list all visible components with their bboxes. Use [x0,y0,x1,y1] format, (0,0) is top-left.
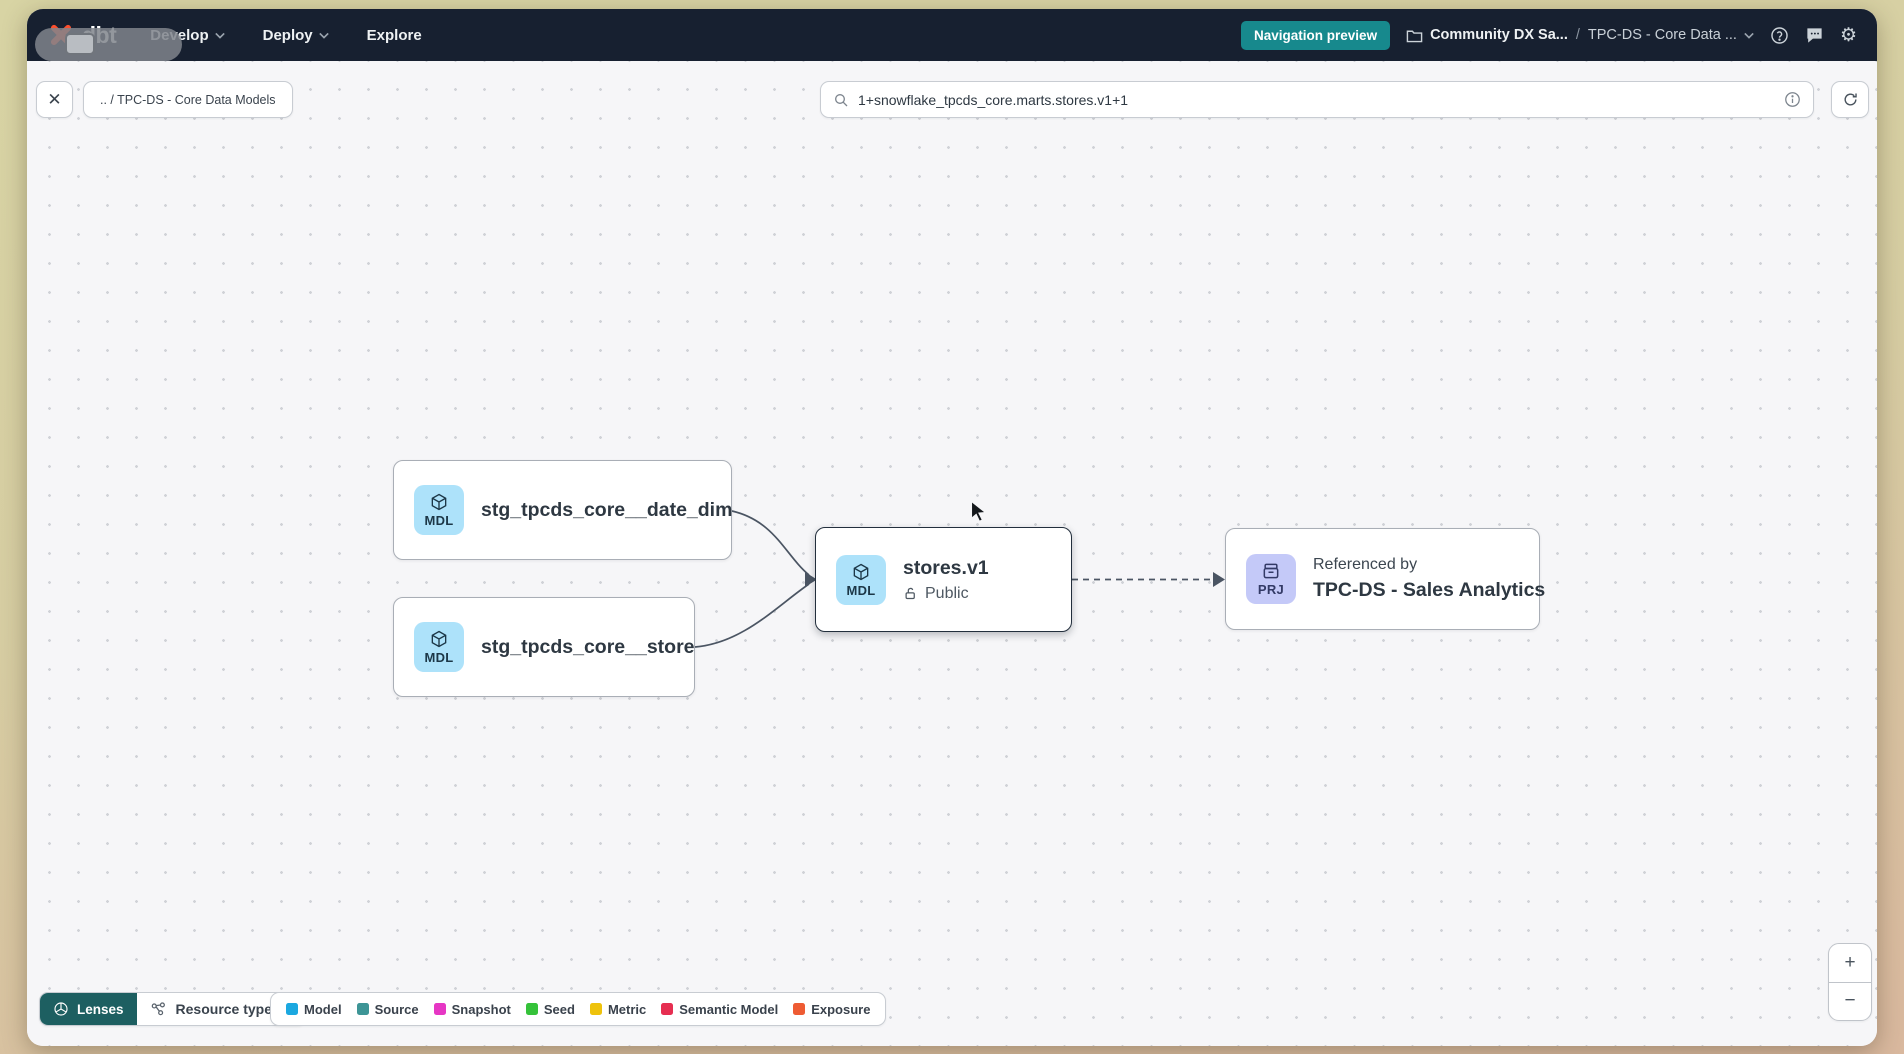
navigation-preview-badge[interactable]: Navigation preview [1241,20,1391,50]
model-badge: MDL [414,622,464,672]
refresh-button[interactable] [1831,81,1869,118]
lineage-canvas[interactable]: ✕ .. / TPC-DS - Core Data Models [27,61,1877,1046]
referenced-by-title: Referenced by [1313,556,1418,573]
top-navbar: dbt Develop Deploy Explore Navigation pr… [27,9,1877,61]
badge-code: MDL [846,582,876,598]
breadcrumb-project[interactable]: TPC-DS - Core Data ... [1588,27,1754,43]
folder-icon [1406,28,1423,43]
chevron-down-icon [318,32,329,39]
breadcrumb: Community DX Sa... / TPC-DS - Core Data … [1406,27,1754,43]
screen-overlay-artifact [35,28,182,61]
main-nav: Develop Deploy Explore [150,27,421,44]
legend-item-exposure: Exposure [793,1002,870,1017]
lenses-label: Lenses [77,1001,124,1017]
breadcrumb-account[interactable]: Community DX Sa... [1406,27,1568,43]
badge-code: MDL [424,650,454,665]
node-text-stack: stores.v1 Public [903,557,989,603]
nav-deploy[interactable]: Deploy [263,27,329,44]
source-swatch [356,1003,369,1015]
node-stg-tpcds-core-date-dim[interactable]: MDL stg_tpcds_core__date_dim [393,460,732,560]
cube-icon [851,562,871,582]
resource-type-legend: Model Source Snapshot Seed Metric Semant… [270,992,887,1026]
legend-label: Exposure [811,1001,871,1017]
snapshot-swatch [433,1003,446,1015]
legend-label: Snapshot [451,1001,511,1017]
zoom-controls: + − [1828,943,1872,1021]
badge-code: PRJ [1257,582,1285,597]
access-row: Public [903,585,989,603]
feedback-icon[interactable] [1805,26,1824,45]
nav-deploy-label: Deploy [262,26,313,44]
legend-label: Metric [607,1001,647,1017]
header-right: Navigation preview Community DX Sa... / … [1241,20,1857,50]
legend-item-snapshot: Snapshot [433,1001,511,1017]
legend-item-source: Source [356,1001,419,1017]
lens-aperture-icon [53,1001,69,1017]
semantic-model-swatch [661,1003,674,1015]
unlock-icon [903,586,918,601]
screen-overlay-thumbnail [65,33,95,55]
node-label: stores.v1 [903,556,989,579]
cube-icon [429,492,449,512]
access-label: Public [925,584,969,602]
seed-swatch [525,1003,538,1015]
zoom-divider [1829,981,1871,983]
legend-item-semantic-model: Semantic Model [661,1002,778,1017]
lenses-button[interactable]: Lenses [40,993,137,1025]
node-stg-tpcds-core-store[interactable]: MDL stg_tpcds_core__store [393,597,695,697]
legend-item-model: Model [286,1002,342,1017]
breadcrumb-account-label: Community DX Sa... [1430,27,1568,43]
node-label: stg_tpcds_core__date_dim [481,498,733,521]
lineage-path-chip[interactable]: .. / TPC-DS - Core Data Models [83,81,293,118]
nav-explore-label: Explore [366,26,422,44]
search-icon [833,92,849,108]
nav-explore[interactable]: Explore [367,27,422,44]
breadcrumb-project-label: TPC-DS - Core Data ... [1587,27,1737,43]
node-label: stg_tpcds_core__store [481,635,695,658]
resource-type-label: Resource type [175,1001,273,1017]
legend-label: Model [304,1001,342,1017]
exposure-swatch [793,1003,806,1015]
legend-item-metric: Metric [589,1001,647,1017]
model-swatch [286,1003,298,1015]
legend-item-seed: Seed [525,1001,575,1017]
model-badge: MDL [414,485,464,535]
legend-label: Seed [543,1001,575,1017]
info-icon[interactable] [1784,91,1801,108]
cube-icon [429,629,449,649]
mouse-cursor [968,500,990,522]
lineage-search-bar [820,81,1814,118]
node-referenced-by-project[interactable]: PRJ Referenced by TPC-DS - Sales Analyti… [1225,528,1545,630]
view-controls-group: Lenses Resource type [39,992,307,1026]
badge-code: MDL [424,513,454,528]
close-button[interactable]: ✕ [36,81,73,118]
chevron-down-icon [214,32,225,39]
node-stores-v1[interactable]: MDL stores.v1 Public [815,527,1072,632]
model-badge: MDL [836,554,886,605]
help-icon[interactable] [1770,26,1789,45]
breadcrumb-separator: / [1575,27,1580,43]
settings-gear-icon[interactable]: ⚙ [1839,24,1857,46]
zoom-in-button[interactable]: + [1829,944,1871,982]
resource-network-icon [150,1001,167,1018]
node-text-stack: Referenced by TPC-DS - Sales Analytics [1313,556,1545,602]
project-badge: PRJ [1246,554,1296,604]
app-window: dbt Develop Deploy Explore Navigation pr… [27,9,1877,1046]
archive-icon [1261,561,1281,581]
chevron-down-icon [1744,32,1754,39]
zoom-out-button[interactable]: − [1829,983,1871,1021]
legend-label: Source [374,1001,419,1017]
node-label: TPC-DS - Sales Analytics [1313,579,1546,601]
legend-label: Semantic Model [679,1001,779,1017]
lineage-selector-input[interactable] [858,91,1775,108]
metric-swatch [589,1003,602,1015]
